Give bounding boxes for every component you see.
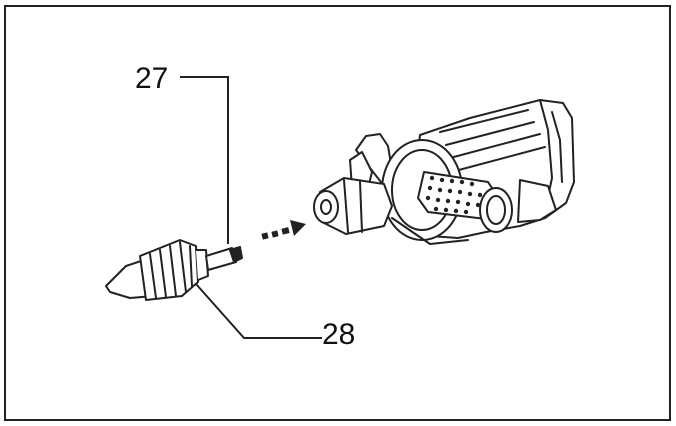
figure-frame <box>4 5 671 421</box>
leader-line-27 <box>180 76 229 244</box>
drill-chuck-icon <box>105 239 243 301</box>
leader-line-28 <box>195 283 322 339</box>
insertion-arrow-icon <box>261 220 306 240</box>
callout-label-28: 28 <box>322 318 356 351</box>
rotary-hammer-icon <box>313 99 575 245</box>
callout-label-27: 27 <box>135 62 169 95</box>
